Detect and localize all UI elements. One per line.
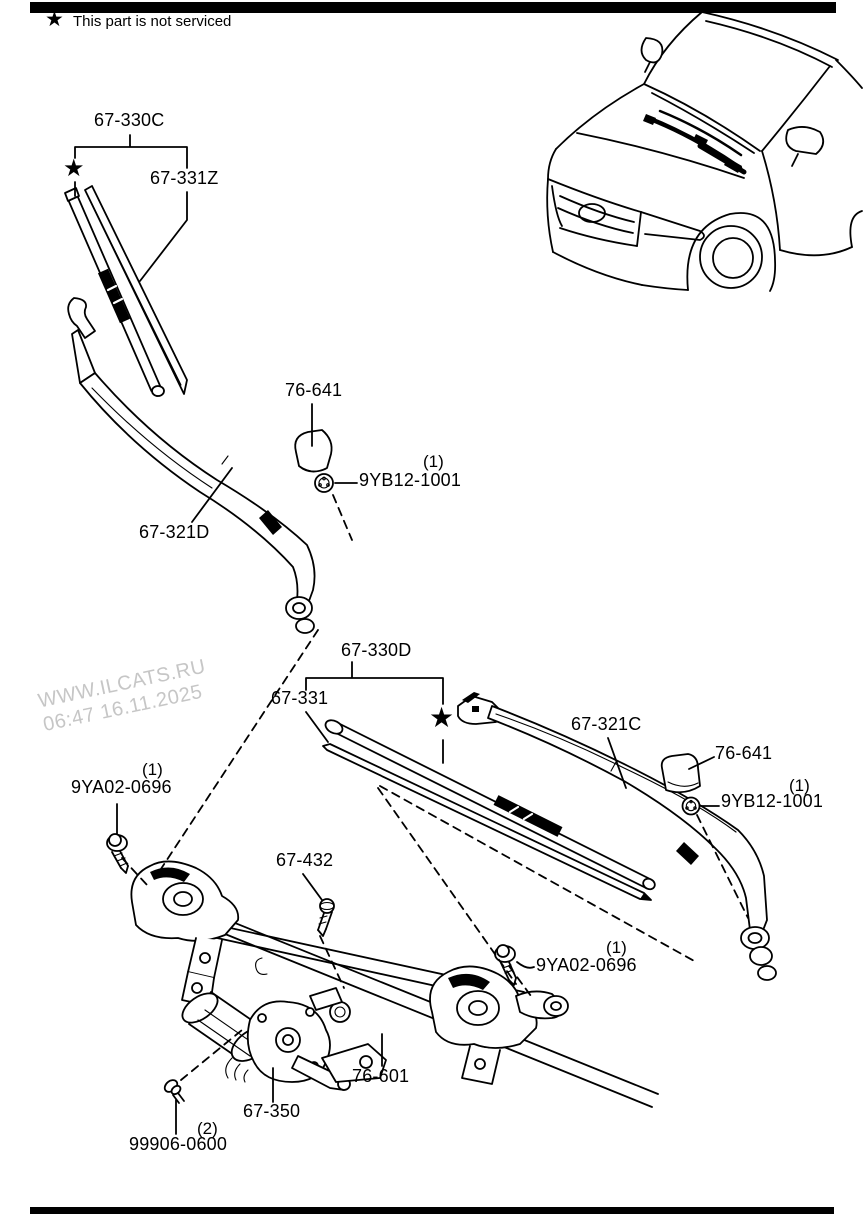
label-nut-left[interactable]: 9YB12-1001: [359, 470, 462, 490]
pivot-cap-right: [660, 753, 701, 794]
side-mirror: [785, 126, 825, 155]
label-bolt-left[interactable]: 9YA02-0696: [71, 777, 172, 797]
linkage-pivot-left: [130, 860, 240, 1007]
linkage-pivot-right: [429, 965, 569, 1085]
wiper-motor: [181, 987, 387, 1091]
qty-bolt-right: (1): [606, 938, 627, 957]
car-wipers-highlight: [643, 109, 747, 175]
wiper-refill-left: [84, 185, 188, 395]
wiper-refill-right: [322, 743, 652, 901]
label-arm-right[interactable]: 67-321C: [571, 714, 642, 734]
label-bolt-right[interactable]: 9YA02-0696: [536, 955, 637, 975]
legend-star-icon: ★: [45, 8, 64, 31]
arm-nut-right: [681, 796, 701, 816]
not-serviced-star-icon: ★: [429, 702, 455, 733]
not-serviced-star-icon: ★: [63, 155, 85, 182]
top-rule-bar: [30, 2, 836, 13]
motor-screw: [163, 1079, 185, 1104]
label-link-screw[interactable]: 67-432: [276, 850, 334, 870]
wiper-blade-right: [324, 719, 656, 891]
wiper-blade-left: [64, 187, 165, 397]
pivot-bolt-left: [106, 833, 129, 874]
callout-lines: [74, 134, 720, 1135]
label-link[interactable]: 76-601: [352, 1066, 410, 1086]
label-refill-right[interactable]: 67-331: [271, 688, 329, 708]
qty-bolt-left: (1): [142, 760, 163, 779]
qty-nut-right: (1): [789, 776, 810, 795]
wiper-arm-left: [67, 297, 316, 634]
legend-not-serviced: This part is not serviced: [73, 13, 232, 30]
label-refill-left[interactable]: 67-331Z: [150, 168, 219, 188]
label-motor[interactable]: 67-350: [243, 1101, 301, 1121]
label-blade-right[interactable]: 67-330D: [341, 640, 412, 660]
linkage-frame: [187, 905, 659, 1108]
label-cap-left[interactable]: 76-641: [285, 380, 343, 400]
label-blade-left[interactable]: 67-330C: [94, 110, 165, 130]
link-screw: [317, 898, 335, 937]
car-illustration: [546, 11, 863, 292]
qty-nut-left: (1): [423, 452, 444, 471]
wiper-arm-right: [457, 692, 777, 981]
far-mirror: [640, 37, 664, 64]
label-motor-screw[interactable]: 99906-0600: [129, 1134, 228, 1154]
assembly-dashed-lines: [121, 494, 749, 1081]
pivot-cap-left: [294, 429, 333, 473]
bottom-rule-bar: [30, 1207, 834, 1214]
label-cap-right[interactable]: 76-641: [715, 743, 773, 763]
arm-nut-left: [314, 473, 334, 493]
label-nut-right[interactable]: 9YB12-1001: [721, 791, 824, 811]
label-arm-left[interactable]: 67-321D: [139, 522, 210, 542]
qty-motor-screw: (2): [197, 1119, 218, 1138]
